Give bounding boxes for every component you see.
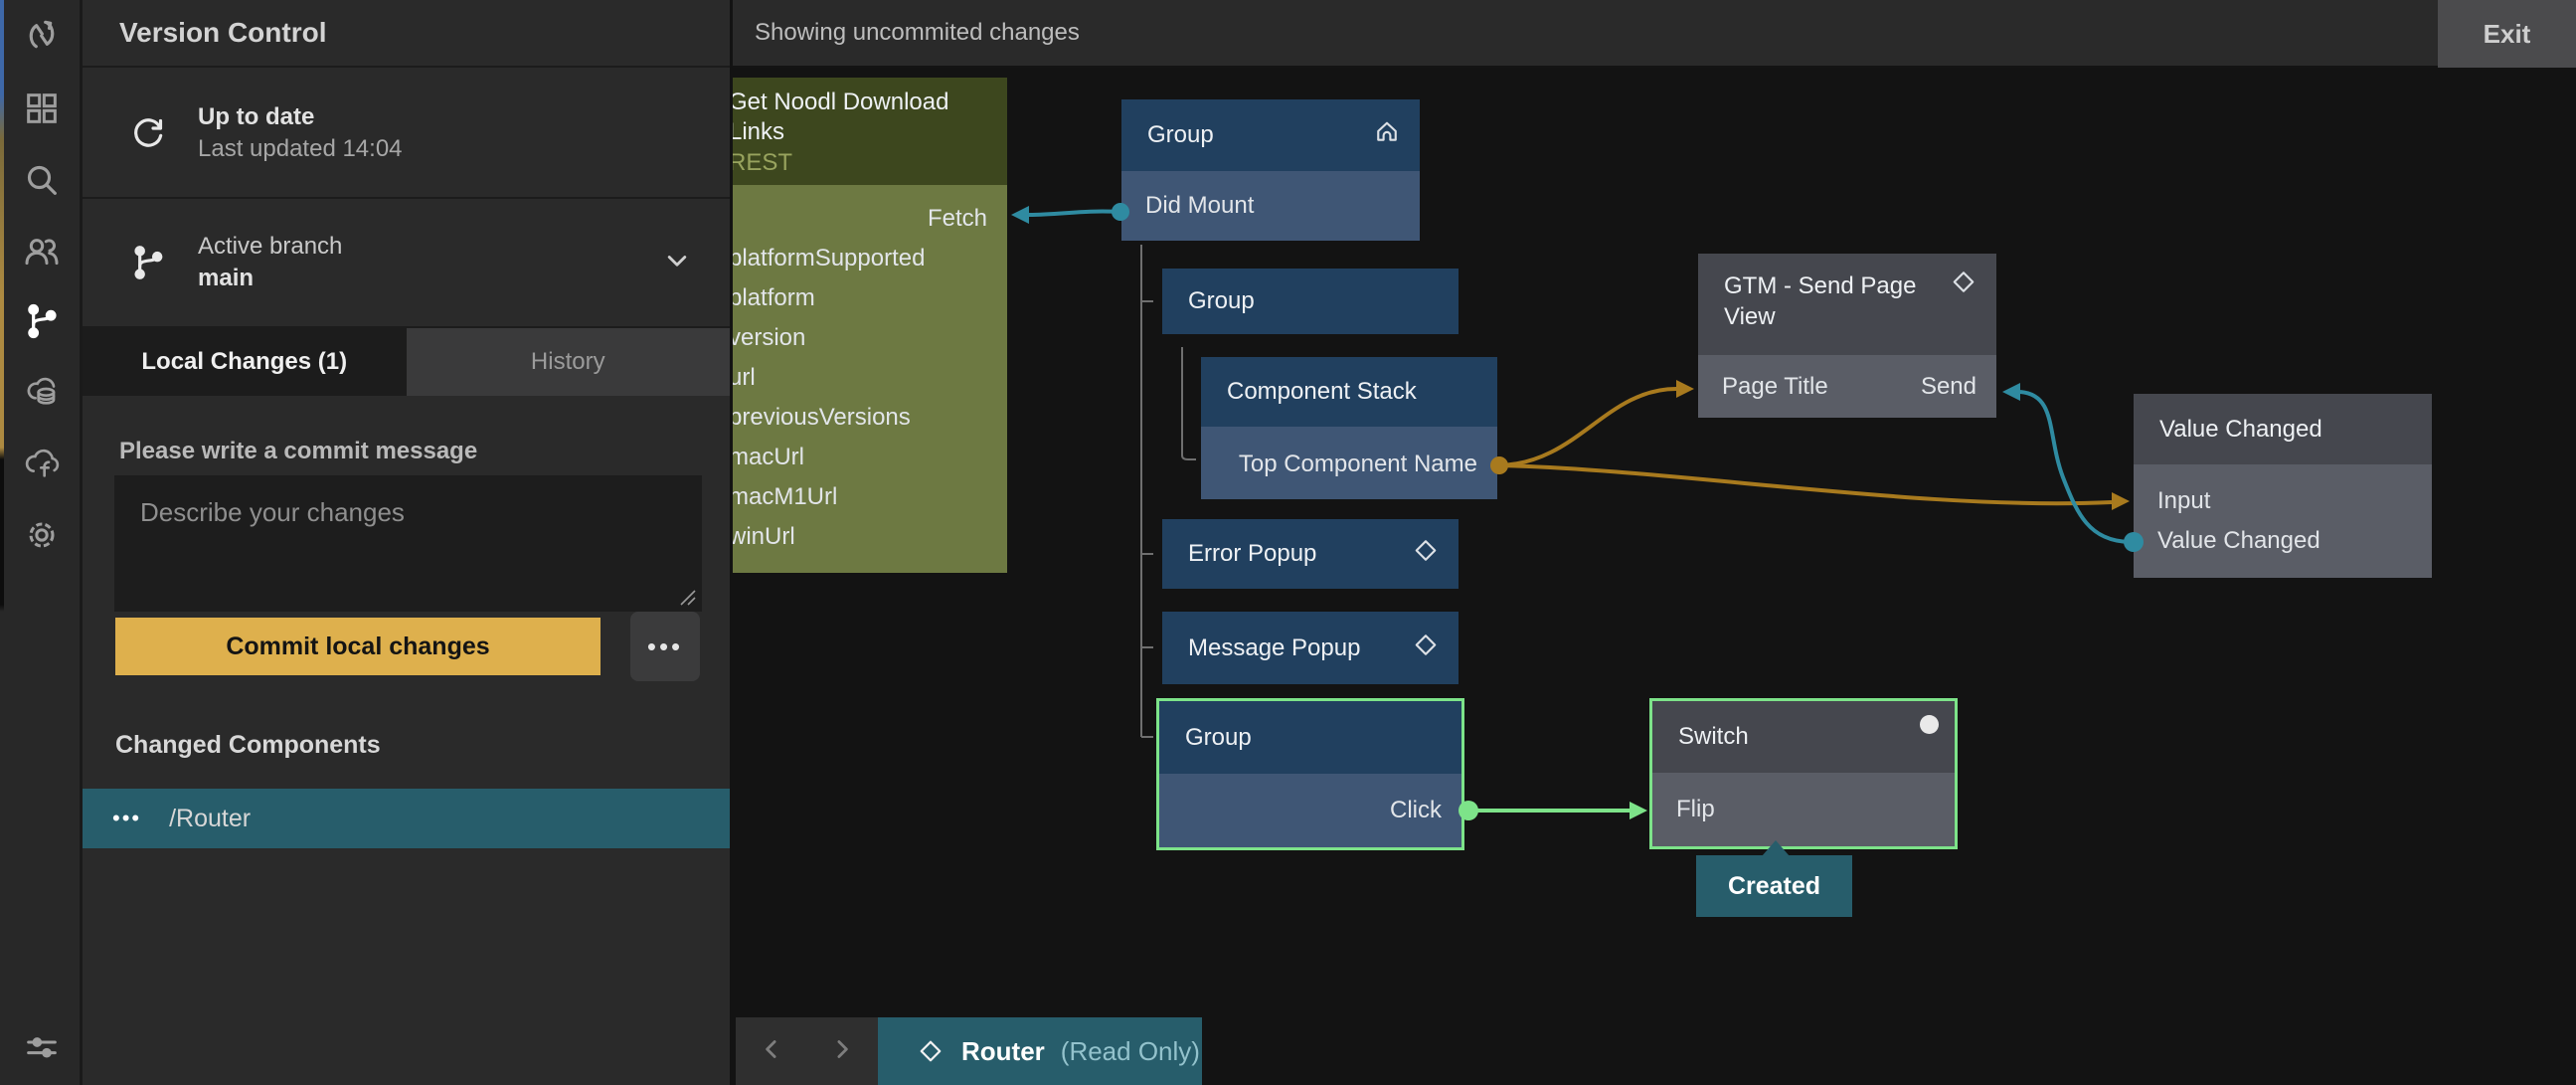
commit-message-input[interactable] bbox=[114, 475, 702, 612]
created-badge: Created bbox=[1696, 840, 1852, 917]
node-component-stack[interactable]: Component Stack Top Component Name bbox=[1201, 357, 1497, 499]
status-dot bbox=[1920, 715, 1939, 734]
sync-status: Up to date bbox=[198, 103, 315, 130]
active-branch-section[interactable]: Active branch main bbox=[83, 199, 730, 328]
port-output[interactable]: version bbox=[733, 324, 806, 351]
version-control-panel: Version Control Up to date Last updated … bbox=[83, 0, 730, 1085]
node-title: Value Changed bbox=[2159, 415, 2322, 443]
git-branch-icon[interactable] bbox=[19, 298, 65, 344]
port-output[interactable]: macUrl bbox=[733, 444, 804, 470]
forward-chevron-icon[interactable] bbox=[827, 1034, 857, 1069]
port-output[interactable]: url bbox=[733, 364, 756, 391]
changed-components-heading: Changed Components bbox=[115, 731, 381, 759]
branch-label: Active branch bbox=[198, 233, 343, 260]
changes-history-tabs: Local Changes (1) History bbox=[83, 328, 730, 396]
node-title: GTM - Send Page View bbox=[1724, 272, 1917, 330]
branch-name: main bbox=[198, 265, 255, 291]
port-input[interactable]: Input bbox=[2157, 487, 2211, 514]
port-flip[interactable]: Flip bbox=[1676, 796, 1715, 822]
icon-sidebar bbox=[0, 0, 83, 1085]
home-icon bbox=[1372, 117, 1402, 154]
port-top-component-name[interactable]: Top Component Name bbox=[1238, 451, 1477, 477]
commit-message-prompt: Please write a commit message bbox=[119, 438, 478, 464]
port-output[interactable]: winUrl bbox=[733, 523, 795, 550]
node-rest[interactable]: Get Noodl Download Links REST Fetch plat… bbox=[733, 78, 1007, 573]
node-title: Error Popup bbox=[1188, 540, 1317, 567]
port-fetch[interactable]: Fetch bbox=[927, 205, 987, 232]
users-icon[interactable] bbox=[19, 229, 65, 274]
port-click[interactable]: Click bbox=[1390, 797, 1442, 823]
port-output[interactable]: platform bbox=[733, 284, 815, 311]
node-title: Group bbox=[1147, 121, 1214, 148]
port-output[interactable]: macM1Url bbox=[733, 483, 838, 510]
sync-status-section[interactable]: Up to date Last updated 14:04 bbox=[83, 70, 730, 199]
node-title: Group bbox=[1188, 287, 1255, 314]
node-subtitle: REST bbox=[733, 149, 793, 176]
diamond-icon bbox=[916, 1036, 945, 1066]
port-send[interactable]: Send bbox=[1920, 373, 1976, 400]
node-gtm-send-page-view[interactable]: GTM - Send Page View Page Title Send bbox=[1698, 254, 1996, 418]
node-title: Message Popup bbox=[1188, 633, 1361, 661]
canvas-top-bar: Showing uncommited changes Exit bbox=[733, 0, 2576, 68]
uncommitted-changes-status: Showing uncommited changes bbox=[755, 19, 1080, 46]
port-output[interactable]: platformSupported bbox=[733, 245, 926, 271]
gear-icon[interactable] bbox=[19, 512, 65, 558]
cloud-function-icon[interactable] bbox=[19, 441, 65, 486]
node-group-root[interactable]: Group Did Mount bbox=[1121, 99, 1420, 241]
changed-component-row[interactable]: ••• /Router bbox=[83, 789, 730, 848]
refresh-icon[interactable] bbox=[128, 113, 176, 153]
port-page-title[interactable]: Page Title bbox=[1722, 373, 1828, 400]
panel-title: Version Control bbox=[119, 17, 327, 48]
diamond-icon bbox=[1411, 536, 1441, 573]
node-switch[interactable]: Switch Flip bbox=[1649, 698, 1958, 849]
tab-history[interactable]: History bbox=[406, 328, 730, 396]
node-value-changed[interactable]: Value Changed Input Value Changed bbox=[2134, 394, 2432, 578]
commit-local-changes-button[interactable]: Commit local changes bbox=[115, 618, 601, 675]
node-title: Get Noodl Download Links bbox=[733, 89, 949, 145]
component-name: /Router bbox=[169, 804, 252, 832]
chevron-down-icon[interactable] bbox=[660, 244, 694, 282]
created-label: Created bbox=[1727, 871, 1821, 900]
sliders-icon[interactable] bbox=[19, 1024, 65, 1070]
search-icon[interactable] bbox=[19, 157, 65, 203]
port-output[interactable]: previousVersions bbox=[733, 404, 911, 431]
more-options-button[interactable]: ••• bbox=[630, 612, 700, 681]
panel-title-bar: Version Control bbox=[83, 0, 730, 68]
diamond-icon bbox=[1411, 630, 1441, 666]
noodl-logo-icon[interactable] bbox=[19, 12, 65, 58]
component-nav-strip bbox=[736, 1017, 878, 1085]
grid-icon[interactable] bbox=[19, 86, 65, 131]
cloud-database-icon[interactable] bbox=[19, 370, 65, 416]
node-title: Switch bbox=[1678, 723, 1749, 750]
port-value-changed[interactable]: Value Changed bbox=[2157, 527, 2320, 554]
node-error-popup[interactable]: Error Popup bbox=[1162, 519, 1459, 589]
node-title: Group bbox=[1185, 723, 1252, 751]
sync-detail: Last updated 14:04 bbox=[198, 135, 403, 162]
branch-icon bbox=[128, 243, 176, 282]
node-graph-canvas[interactable]: Get Noodl Download Links REST Fetch plat… bbox=[733, 70, 2576, 1085]
diamond-icon bbox=[1949, 268, 1978, 304]
component-dots-icon: ••• bbox=[112, 806, 142, 830]
component-tab-router[interactable]: Router (Read Only) bbox=[878, 1017, 1202, 1085]
node-message-popup[interactable]: Message Popup bbox=[1162, 612, 1459, 684]
node-title: Component Stack bbox=[1227, 378, 1417, 405]
component-tab-name: Router bbox=[961, 1035, 1045, 1066]
port-did-mount[interactable]: Did Mount bbox=[1145, 192, 1255, 219]
tab-local-changes[interactable]: Local Changes (1) bbox=[83, 328, 407, 396]
node-group-child[interactable]: Group bbox=[1162, 269, 1459, 334]
node-group-selected[interactable]: Group Click bbox=[1156, 698, 1464, 850]
exit-button[interactable]: Exit bbox=[2438, 0, 2576, 68]
read-only-badge: (Read Only) bbox=[1060, 1035, 1200, 1066]
back-chevron-icon[interactable] bbox=[757, 1034, 786, 1069]
sidebar-edge-gradient bbox=[0, 0, 4, 1085]
